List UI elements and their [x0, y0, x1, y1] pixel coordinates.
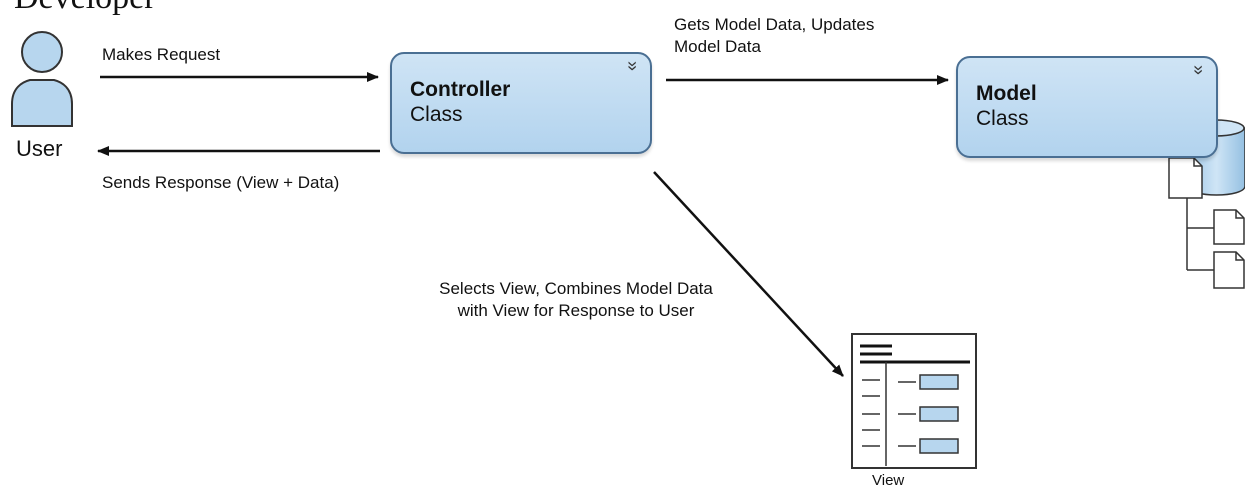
- document-icon: [1213, 251, 1245, 289]
- selects-view-label-line1: Selects View, Combines Model Data: [439, 279, 713, 298]
- document-icon: [1168, 157, 1203, 199]
- user-label: User: [16, 136, 63, 161]
- chevron-down-icon: »: [1188, 64, 1209, 76]
- makes-request-label: Makes Request: [102, 45, 221, 64]
- top-partial-text: Developer: [14, 0, 156, 18]
- model-class-name: Model: [976, 82, 1037, 105]
- sends-response-label: Sends Response (View + Data): [102, 173, 340, 192]
- document-icon: [1213, 209, 1245, 245]
- gets-model-data-label-line1: Gets Model Data, Updates: [674, 15, 875, 34]
- view-icon: [851, 333, 977, 469]
- model-class-box: » Model Class: [956, 56, 1218, 158]
- controller-class-box: » Controller Class: [390, 52, 652, 154]
- gets-model-data-label-line2: Model Data: [674, 37, 761, 56]
- document-tree-lines: [1186, 198, 1214, 271]
- controller-class-type: Class: [410, 103, 463, 126]
- user-icon: [11, 31, 73, 127]
- selects-view-label-line2: with View for Response to User: [457, 301, 695, 320]
- chevron-down-icon: »: [622, 60, 643, 72]
- model-class-type: Class: [976, 107, 1029, 130]
- view-label: View: [872, 472, 905, 489]
- selects-view-arrow: [653, 171, 844, 377]
- controller-class-name: Controller: [410, 78, 511, 101]
